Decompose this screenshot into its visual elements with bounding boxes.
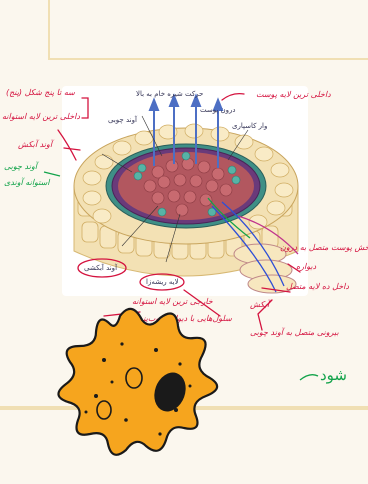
amoeba-cell-body bbox=[58, 309, 217, 455]
